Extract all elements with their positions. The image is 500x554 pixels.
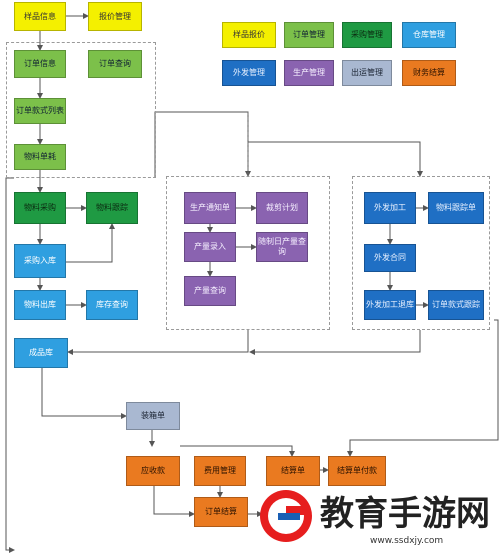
order-group-frame <box>6 42 156 178</box>
node-sample-info: 样品信息 <box>14 2 66 31</box>
node-daily-output: 随制日产量查询 <box>256 232 308 262</box>
node-material-tracking: 物料跟踪 <box>86 192 138 224</box>
legend-sample-quote: 样品报价 <box>222 22 276 48</box>
legend-shipping-mgmt: 出运管理 <box>342 60 392 86</box>
legend-order-mgmt: 订单管理 <box>284 22 334 48</box>
node-outsource-contract: 外发合同 <box>364 244 416 272</box>
node-outsource-processing: 外发加工 <box>364 192 416 224</box>
watermark-url: www.ssdxjy.com <box>370 536 444 546</box>
node-material-picking: 物料跟踪单 <box>428 192 484 224</box>
node-outsource-return: 外发加工退库 <box>364 290 416 320</box>
node-material-outbound: 物料出库 <box>14 290 66 320</box>
legend-purchase-mgmt: 采购管理 <box>342 22 392 48</box>
legend-production-mgmt: 生产管理 <box>284 60 334 86</box>
legend-finance-settlement: 财务结算 <box>402 60 456 86</box>
node-output-entry: 产量录入 <box>184 232 236 262</box>
node-quote-mgmt: 报价管理 <box>88 2 142 31</box>
node-order-info: 订单信息 <box>14 50 66 78</box>
node-expense-mgmt: 费用管理 <box>194 456 246 486</box>
watermark-text: 教育手游网 <box>320 494 490 534</box>
node-settlement: 结算单 <box>266 456 320 486</box>
watermark: 教育手游网 www.ssdxjy.com <box>258 484 498 550</box>
node-output-query: 产量查询 <box>184 276 236 306</box>
outsource-group-frame <box>352 176 490 330</box>
node-order-settlement: 订单结算 <box>194 497 248 527</box>
node-packing-list: 装箱单 <box>126 402 180 430</box>
legend-outsource-mgmt: 外发管理 <box>222 60 276 86</box>
node-order-query: 订单查询 <box>88 50 142 78</box>
node-receivables: 应收款 <box>126 456 180 486</box>
node-cutting-plan: 裁剪计划 <box>256 192 308 224</box>
node-settlement-payment: 结算单付款 <box>328 456 386 486</box>
node-order-style-tracking: 订单款式跟踪 <box>428 290 484 320</box>
node-finished-goods: 成品库 <box>14 338 68 368</box>
node-inventory-query: 库存查询 <box>86 290 138 320</box>
node-material-usage: 物料单耗 <box>14 144 66 170</box>
node-material-purchase: 物料采购 <box>14 192 66 224</box>
legend-warehouse-mgmt: 仓库管理 <box>402 22 456 48</box>
production-group-frame <box>166 176 330 330</box>
node-purchase-inbound: 采购入库 <box>14 244 66 278</box>
node-order-style-table: 订单款式列表 <box>14 98 66 124</box>
node-production-notice: 生产通知单 <box>184 192 236 224</box>
watermark-logo-icon <box>260 490 312 542</box>
